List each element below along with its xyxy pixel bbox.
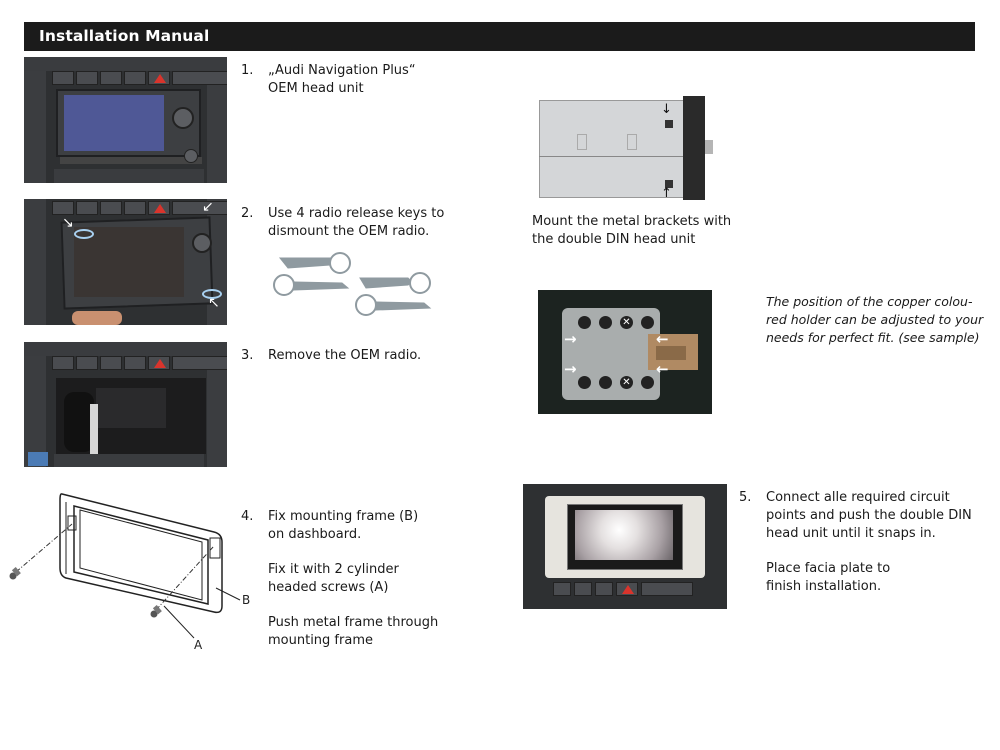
step-2-line-1: Use 4 radio release keys to xyxy=(268,206,445,221)
bracket-caption-line-1: Mount the metal brackets with xyxy=(532,214,732,229)
step-1-number: 1. xyxy=(241,63,254,78)
bracket-caption-line-2: the double DIN head unit xyxy=(532,232,696,247)
arrow-icon: ↘ xyxy=(62,215,74,231)
arrow-up-icon: ↑ xyxy=(661,186,672,201)
holder-note: The position of the copper colou- red ho… xyxy=(766,293,983,347)
step-3-number: 3. xyxy=(241,348,254,363)
step-4-line-1: Fix mounting frame (B) xyxy=(268,509,419,524)
step-3-line-1: Remove the OEM radio. xyxy=(268,348,422,363)
holder-note-line-3: needs for perfect fit. (see sample) xyxy=(766,330,980,345)
arrow-down-icon: ↓ xyxy=(661,102,672,117)
screw-icon xyxy=(150,605,162,618)
bracket-caption: Mount the metal brackets with the double… xyxy=(532,213,731,249)
step-1-line-1: „Audi Navigation Plus“ xyxy=(268,63,416,78)
x-mark-icon: ✕ xyxy=(620,376,633,389)
step-1-line-2: OEM head unit xyxy=(268,81,364,96)
photo-copper-holder-sample: ✕ ✕ → → ← ← xyxy=(538,290,712,414)
x-mark-icon: ✕ xyxy=(620,316,633,329)
photo-double-din-bracket: ↓ ↑ xyxy=(537,94,717,204)
step-4-number: 4. xyxy=(241,509,254,524)
release-key-icon xyxy=(278,252,351,274)
step-4-line-2: on dashboard. xyxy=(268,527,362,542)
step-5-line-2: points and push the double DIN xyxy=(766,508,972,523)
step-4-extra-2-line-2: mounting frame xyxy=(268,633,373,648)
photo-installed-head-unit xyxy=(523,484,727,609)
screw-icon xyxy=(9,567,21,580)
arrow-left-icon: ← xyxy=(656,330,669,348)
arrow-icon: ↙ xyxy=(202,199,214,215)
step-2-number: 2. xyxy=(241,206,254,221)
hazard-icon xyxy=(148,71,170,85)
release-key-icon xyxy=(359,272,431,294)
hazard-icon xyxy=(616,582,638,596)
arrow-left-icon: ← xyxy=(656,360,669,378)
step-5-extra-line-2: finish installation. xyxy=(766,579,882,594)
header-bar: Installation Manual xyxy=(24,22,975,51)
step-5-line-3: head unit until it snaps in. xyxy=(766,526,936,541)
photo-oem-radio-removed xyxy=(24,342,227,467)
release-key-icon xyxy=(355,294,432,316)
step-5-line-1: Connect alle required circuit xyxy=(766,490,950,505)
label-b: B xyxy=(242,593,250,607)
page-title: Installation Manual xyxy=(39,27,210,45)
step-2-line-2: dismount the OEM radio. xyxy=(268,224,430,239)
arrow-icon: ↖ xyxy=(208,295,220,311)
release-key-icon xyxy=(273,274,350,296)
mounting-frame-diagram: B A xyxy=(9,493,250,652)
label-a: A xyxy=(194,638,203,652)
step-4-extra-2-line-1: Push metal frame through xyxy=(268,615,439,630)
photo-oem-head-unit xyxy=(24,57,227,183)
release-keys-illustration xyxy=(273,252,432,316)
photo-release-keys-inserted: ↘ ↙ ↖ xyxy=(24,199,227,325)
step-5-extra-line-1: Place facia plate to xyxy=(766,561,891,576)
arrow-right-icon: → xyxy=(564,360,577,378)
step-4-extra-1-line-1: Fix it with 2 cylinder xyxy=(268,562,399,577)
arrow-right-icon: → xyxy=(564,330,577,348)
step-5-number: 5. xyxy=(739,490,752,505)
holder-note-line-1: The position of the copper colou- xyxy=(766,294,973,309)
step-4-extra-1-line-2: headed screws (A) xyxy=(268,580,389,595)
holder-note-line-2: red holder can be adjusted to your xyxy=(766,312,984,327)
